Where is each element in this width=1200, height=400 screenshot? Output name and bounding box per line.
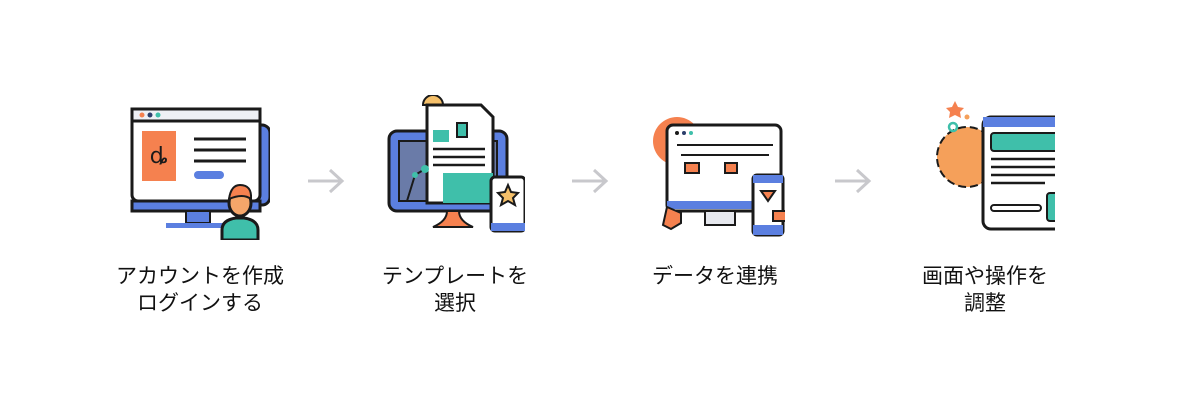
step-2-label: テンプレートを 選択 bbox=[335, 263, 575, 317]
label-line: 選択 bbox=[434, 291, 476, 315]
template-document-icon bbox=[387, 95, 525, 233]
step-1-label: アカウントを作成 ログインする bbox=[80, 263, 320, 317]
step-4-label: 画面や操作を 調整 bbox=[865, 263, 1105, 317]
label-line: テンプレートを bbox=[381, 264, 529, 288]
step-1: ȡ アカウントを作成 ログインする bbox=[100, 95, 300, 335]
label-line: アカウントを作成 bbox=[116, 264, 284, 288]
arrow-right-icon bbox=[572, 168, 609, 194]
label-line: 画面や操作を bbox=[922, 264, 1048, 288]
step-3: データを連携 bbox=[615, 95, 815, 335]
label-line: 調整 bbox=[964, 291, 1006, 315]
arrow-right-icon bbox=[835, 168, 872, 194]
data-sync-devices-icon bbox=[653, 117, 785, 237]
label-line: データを連携 bbox=[652, 264, 778, 288]
arrow-right-icon bbox=[308, 168, 345, 194]
label-line: ログインする bbox=[137, 291, 263, 315]
step-2: テンプレートを 選択 bbox=[355, 95, 555, 335]
svg-text:ȡ: ȡ bbox=[150, 144, 168, 169]
computer-user-login-icon: ȡ bbox=[130, 107, 270, 240]
step-3-label: データを連携 bbox=[595, 263, 835, 290]
settings-screen-icon bbox=[936, 101, 1055, 231]
step-4: 画面や操作を 調整 bbox=[885, 95, 1085, 335]
